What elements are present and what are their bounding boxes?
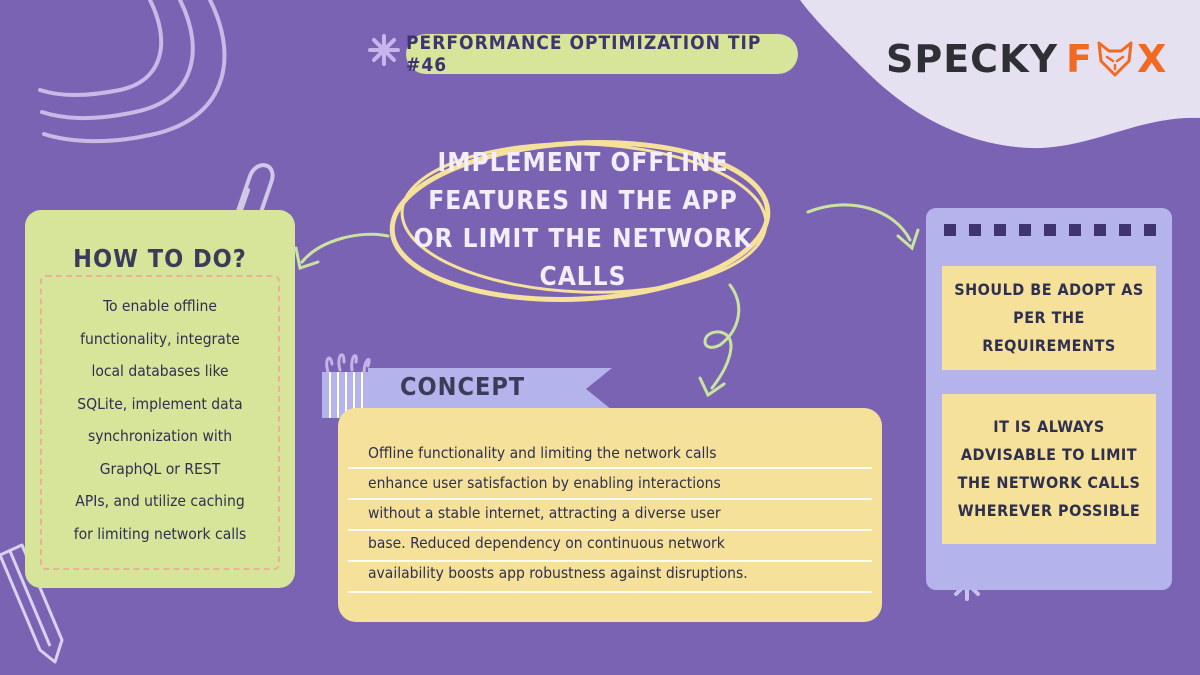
concentric-arcs: [38, 0, 227, 144]
pencil-icon: [0, 543, 64, 664]
top-right-blob: [800, 0, 1200, 149]
how-line: synchronization with: [87, 427, 233, 445]
how-to-do-body: To enable offline functionality, integra…: [43, 290, 277, 550]
dashed-border: [40, 275, 280, 570]
sparkle-icon: [368, 34, 400, 66]
concept-line: availability boosts app robustness again…: [368, 564, 748, 582]
how-line: functionality, integrate: [80, 329, 240, 348]
concept-ribbon: [322, 353, 612, 418]
how-line: To enable offline: [103, 297, 217, 315]
concept-line: enhance user satisfaction by enabling in…: [368, 474, 721, 492]
how-to-do-title: HOW TO DO?: [73, 244, 247, 273]
concept-line: Offline functionality and limiting the n…: [368, 444, 717, 462]
how-line: APIs, and utilize caching: [75, 492, 245, 510]
arrow-icon: [698, 283, 741, 398]
logo-word-fox: F X: [1066, 37, 1168, 81]
how-line: GraphQL or REST: [99, 459, 221, 478]
ruled-lines: [348, 438, 872, 602]
fox-icon: [1097, 41, 1133, 77]
concept-body: Offline functionality and limiting the n…: [368, 438, 858, 588]
how-line: for limiting network calls: [73, 524, 247, 543]
brand-logo: SPECKY F X: [886, 34, 1176, 84]
how-line: SQLite, implement data: [77, 394, 243, 413]
note-limit-network-calls: IT IS ALWAYS ADVISABLE TO LIMIT THE NETW…: [942, 394, 1156, 544]
concept-line: without a stable internet, attracting a …: [368, 504, 721, 522]
tip-badge: PERFORMANCE OPTIMIZATION TIP #46: [406, 32, 798, 76]
how-line: local databases like: [91, 362, 229, 380]
concept-label: CONCEPT: [400, 372, 526, 401]
binder-holes: [944, 224, 1156, 236]
arrow-icon: [806, 203, 920, 251]
concept-card: Offline functionality and limiting the n…: [338, 408, 882, 622]
logo-word-specky: SPECKY: [886, 37, 1059, 81]
how-to-do-card: HOW TO DO? To enable offline functionali…: [25, 210, 295, 588]
main-title: IMPLEMENT OFFLINE FEATURES IN THE APP OR…: [413, 148, 753, 292]
note-adopt-requirements: SHOULD BE ADOPT AS PER THE REQUIREMENTS: [942, 266, 1156, 370]
arrow-icon: [294, 232, 390, 270]
tip-badge-label: PERFORMANCE OPTIMIZATION TIP #46: [406, 32, 762, 76]
concept-line: base. Reduced dependency on continuous n…: [368, 534, 725, 552]
